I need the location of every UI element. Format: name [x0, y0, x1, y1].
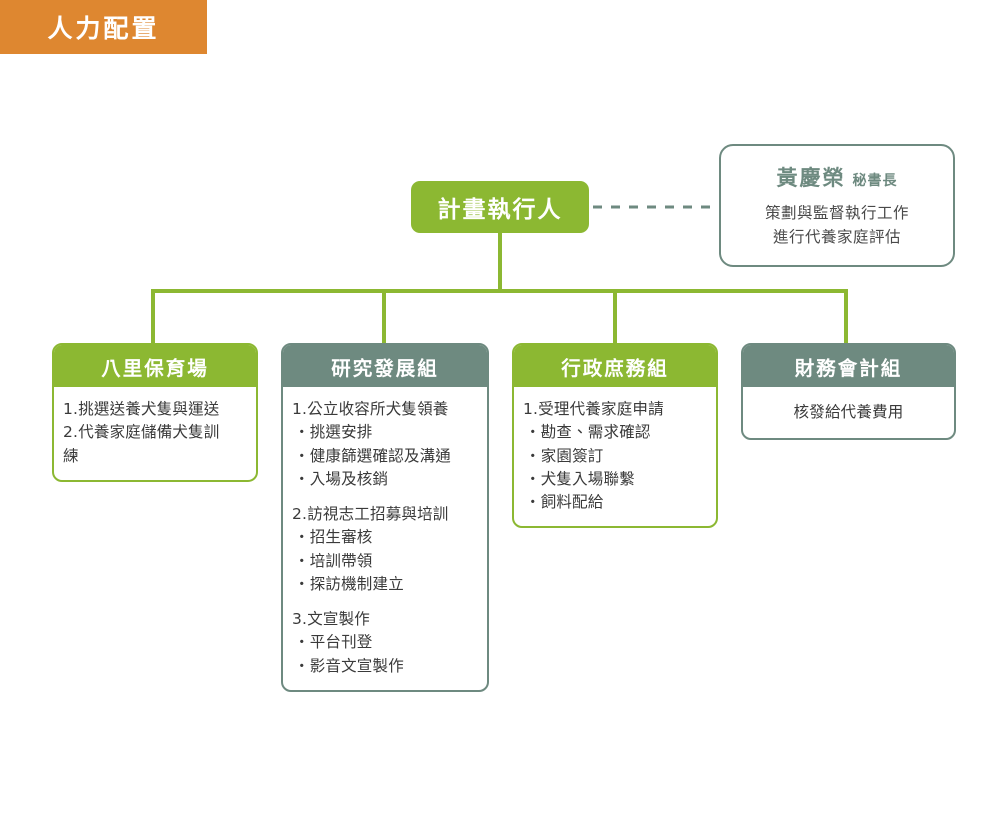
page-title-badge: 人力配置 — [0, 0, 207, 54]
department-line: ・入場及核銷 — [294, 469, 389, 488]
advisor-title: 秘書長 — [852, 172, 898, 189]
department-header-2: 行政庶務組 — [514, 345, 716, 387]
department-line: 練 — [63, 446, 79, 465]
department-line: ・飼料配給 — [525, 493, 604, 511]
department-header-3: 財務會計組 — [743, 345, 954, 387]
department-line: ・家園簽訂 — [525, 446, 604, 465]
department-line: ・探訪機制建立 — [294, 574, 404, 593]
node-executive: 計畫執行人 — [411, 181, 589, 233]
department-line: ・健康篩選確認及溝通 — [294, 446, 452, 465]
page-title: 人力配置 — [47, 14, 160, 43]
department-header-1: 研究發展組 — [283, 345, 487, 387]
department-line: 核發給代養費用 — [793, 403, 904, 421]
department-line: 1.公立收容所犬隻領養 — [292, 400, 449, 418]
department-line-spacer — [292, 491, 478, 503]
node-department-0: 八里保育場 1.挑選送養犬隻與運送 2.代養家庭儲備犬隻訓練 — [52, 343, 258, 482]
department-body-2: 1.受理代養家庭申請・勘查、需求確認・家園簽訂・犬隻入場聯繫・飼料配給 — [514, 387, 716, 526]
department-line: 3.文宣製作 — [292, 610, 370, 628]
advisor-duty-1: 策劃與監督執行工作 — [764, 203, 909, 222]
node-advisor: 黃慶榮 秘書長 策劃與監督執行工作 進行代養家庭評估 — [719, 144, 955, 267]
department-line: 2.代養家庭儲備犬隻訓 — [63, 423, 220, 442]
department-line: 2.訪視志工招募與培訓 — [292, 505, 449, 523]
department-body-3: 核發給代養費用 — [743, 387, 954, 438]
department-body-0: 1.挑選送養犬隻與運送 2.代養家庭儲備犬隻訓練 — [54, 387, 256, 480]
advisor-name: 黃慶榮 — [776, 165, 846, 190]
department-body-1: 1.公立收容所犬隻領養・挑選安排・健康篩選確認及溝通・入場及核銷 2.訪視志工招募… — [283, 387, 487, 690]
department-line: ・平台刊登 — [294, 633, 373, 652]
department-line: ・培訓帶領 — [294, 551, 373, 570]
department-line: ・影音文宣製作 — [294, 656, 404, 675]
department-line: ・犬隻入場聯繫 — [525, 469, 635, 488]
department-line: 1.受理代養家庭申請 — [523, 400, 664, 418]
department-line-spacer — [292, 596, 478, 608]
department-line: ・挑選安排 — [294, 423, 373, 442]
department-line: ・勘查、需求確認 — [525, 423, 651, 442]
node-department-1: 研究發展組 1.公立收容所犬隻領養・挑選安排・健康篩選確認及溝通・入場及核銷 2.訪… — [281, 343, 489, 692]
advisor-duty-2: 進行代養家庭評估 — [772, 228, 901, 246]
department-header-0: 八里保育場 — [54, 345, 256, 387]
advisor-name-row: 黃慶榮 秘書長 — [777, 162, 898, 192]
executive-label: 計畫執行人 — [437, 197, 563, 223]
department-line: 1.挑選送養犬隻與運送 — [63, 400, 220, 418]
node-department-3: 財務會計組核發給代養費用 — [741, 343, 956, 441]
department-line: ・招生審核 — [294, 528, 373, 547]
